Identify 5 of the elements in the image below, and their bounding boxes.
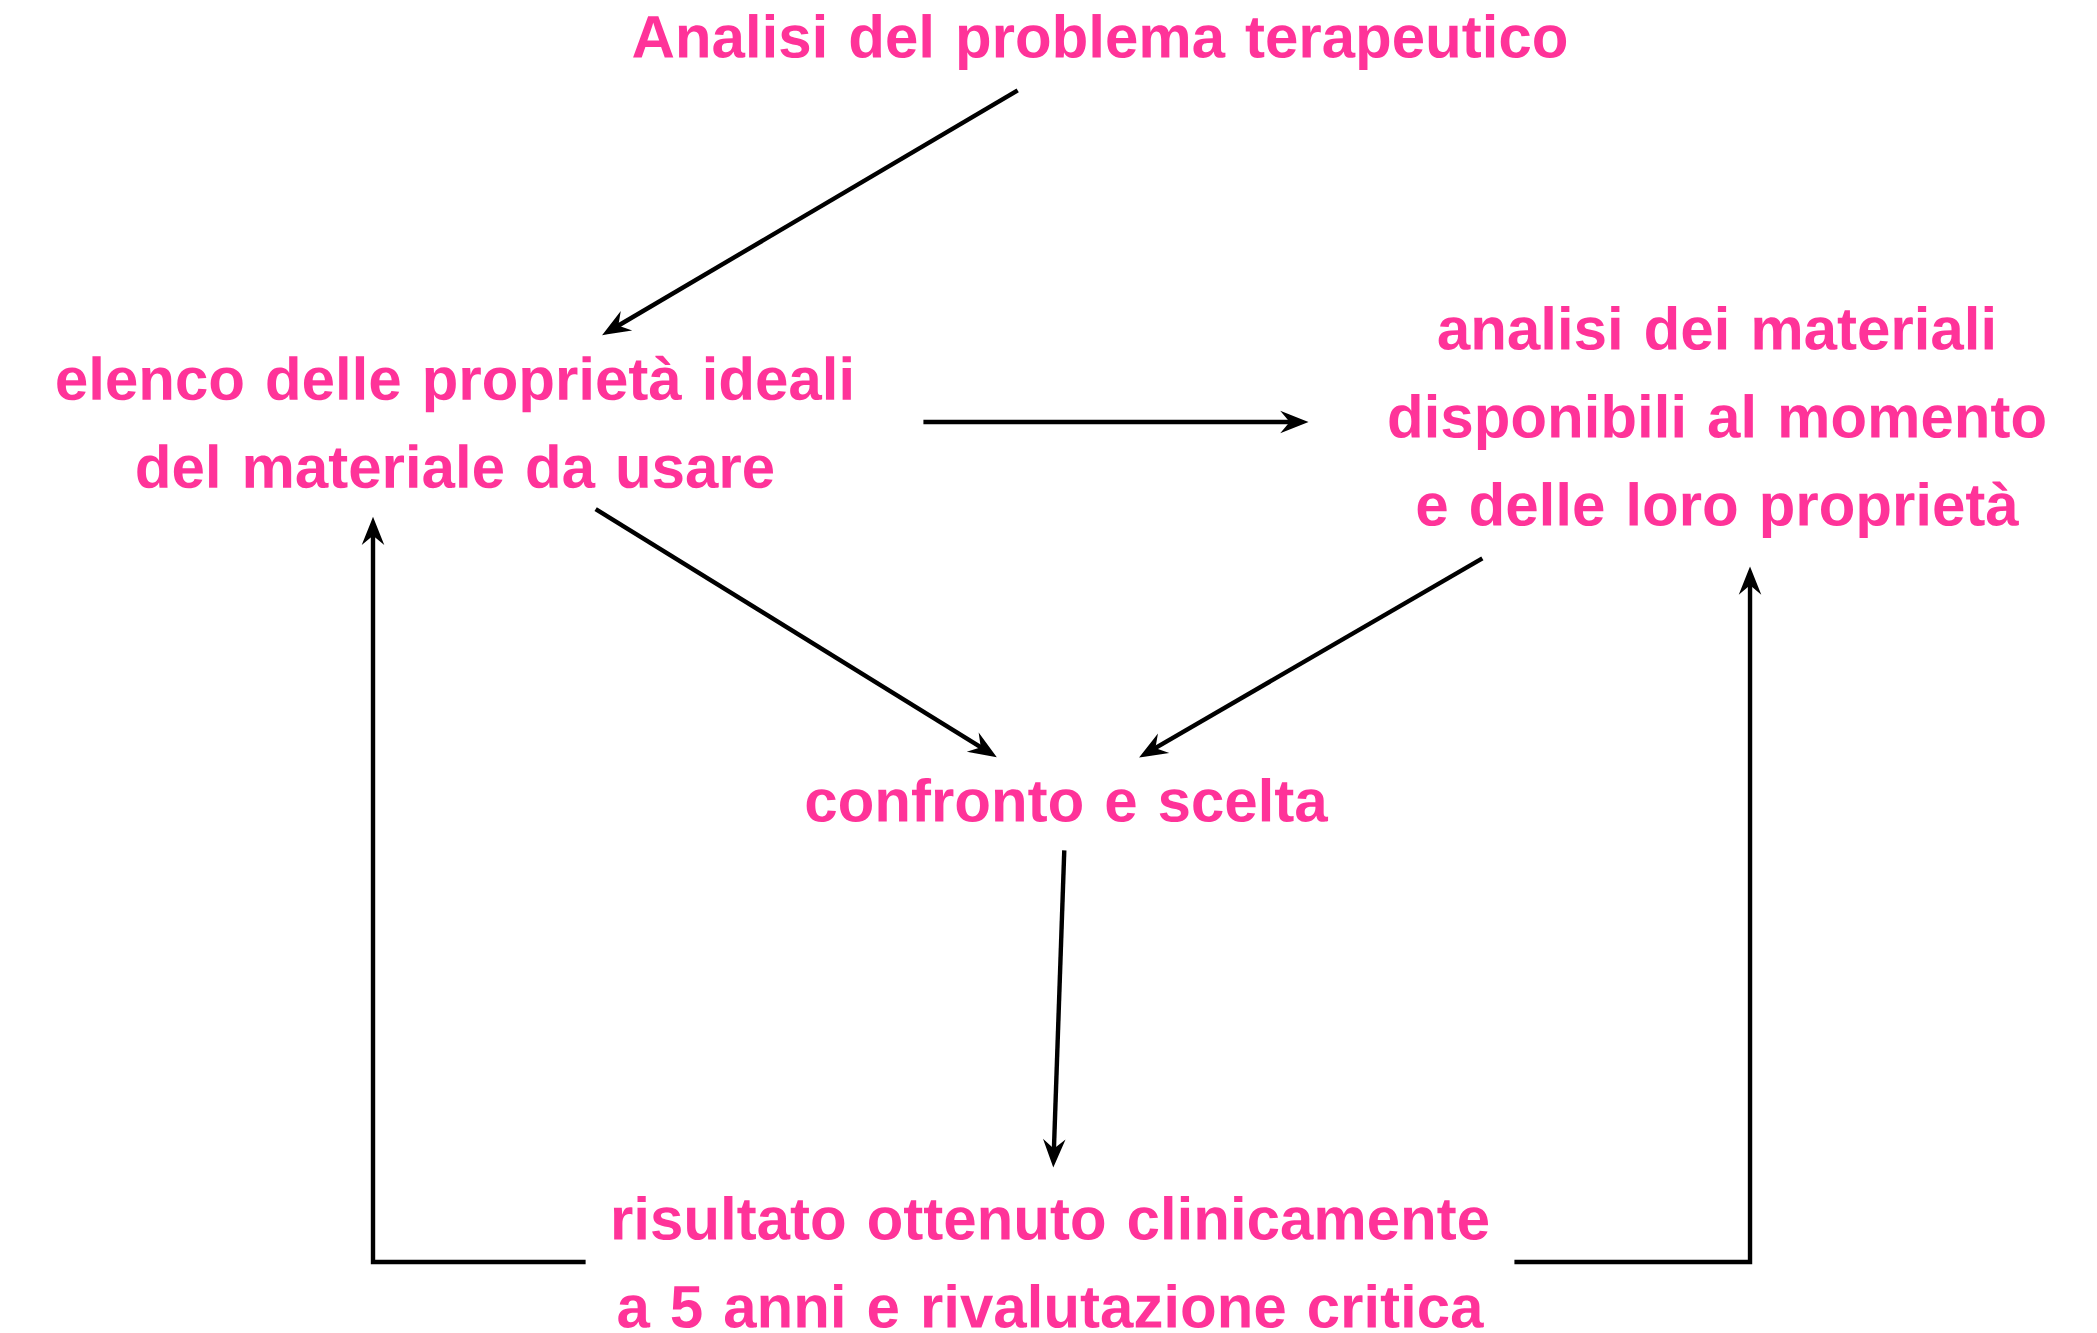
- flow-text: elenco delle proprietà ideali del materiale da usare: [57, 355, 851, 489]
- flow-text: confronto e scelta: [806, 778, 1329, 823]
- flow-text: Analisi del problema terapeutico: [633, 14, 1567, 70]
- flow-text: analisi dei materiali disponibili al momento e delle loro proprietà: [1389, 306, 2045, 538]
- flow-text: risultato ottenuto clinicamente a 5 anni e rivalutazione critica: [613, 1196, 1489, 1329]
